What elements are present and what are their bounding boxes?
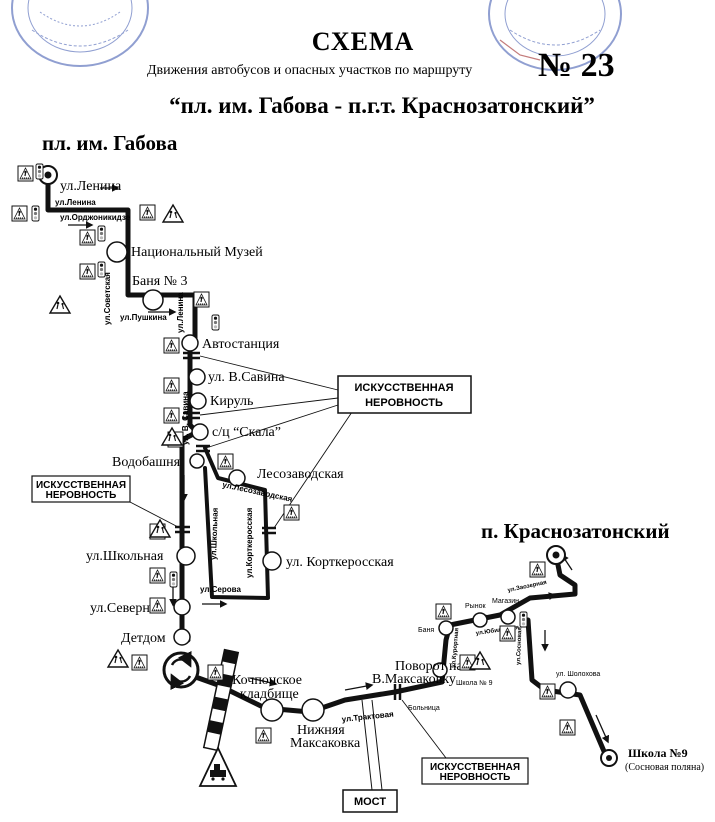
- stop-sholohova: [559, 681, 577, 699]
- callout-bump-left: ИСКУССТВЕННАЯ НЕРОВНОСТЬ: [31, 475, 131, 503]
- street-v-savina: ул. В. Савина: [181, 391, 190, 445]
- label-avtostanciya: Автостанция: [202, 337, 280, 352]
- street-lenina: ул.Ленина: [55, 198, 96, 207]
- railway-crossing-sign-icon: [198, 745, 238, 787]
- street-lenina2: ул.Ленина: [176, 292, 185, 333]
- stop-vodobashnya: [189, 453, 205, 469]
- diagram-text: ИСКУССТВЕННАЯ: [36, 480, 126, 491]
- street-kurortnaya: ул.Курортная: [451, 627, 461, 668]
- street-pushkina: ул.Пушкина: [120, 313, 167, 322]
- stop-magazin: [500, 609, 516, 625]
- label-kochpon-1: Кочпонское: [232, 673, 302, 688]
- label-shkolnaya: ул.Школьная: [86, 549, 164, 564]
- label-magazin: Магазин: [492, 598, 519, 605]
- label-lenina: ул.Ленина: [60, 179, 122, 194]
- stop-detdom: [173, 628, 191, 646]
- start-terminal-label: пл. им. Габова: [42, 131, 178, 155]
- bridge-lines: [361, 699, 383, 791]
- pedestrian-crossing-sign-icons: [11, 165, 576, 744]
- street-traktovaya: ул.Трактовая: [341, 710, 394, 724]
- label-detdom: Детдом: [121, 631, 166, 646]
- label-kortkerosskaya: ул. Корткеросская: [286, 555, 394, 570]
- stop-kochpon: [260, 698, 284, 722]
- street-shkolnaya: ул.Школьная: [209, 507, 220, 560]
- diagram-text: ИСКУССТВЕННАЯ: [354, 382, 453, 394]
- callout-bridge: МОСТ: [342, 789, 398, 813]
- label-lesozavodskaya: Лесозаводская: [257, 467, 344, 482]
- label-bolnica: Больница: [408, 705, 440, 712]
- stop-nizhnyaya: [301, 698, 325, 722]
- stop-shkolnaya: [176, 546, 196, 566]
- label-sholohova: ул. Шолохова: [556, 671, 600, 678]
- stop-skala: [191, 423, 209, 441]
- speed-bumps: [175, 351, 402, 700]
- label-vodobashnya: Водобашня: [112, 455, 181, 470]
- stop-kirul: [189, 392, 207, 410]
- label-nizh-2: Максаковка: [290, 736, 361, 751]
- label-kirul: Кируль: [210, 394, 253, 409]
- diagram-text: ИСКУССТВЕННАЯ: [430, 762, 520, 773]
- label-school9-sub: (Сосновая поляна): [625, 762, 704, 773]
- diagram-text: НЕРОВНОСТЬ: [365, 397, 443, 409]
- diagram-text: НЕРОВНОСТЬ: [440, 772, 511, 783]
- label-povorot-2: В.Максаковку: [372, 672, 456, 687]
- route-number: № 23: [538, 47, 615, 84]
- street-sovetskaya: ул.Советская: [103, 272, 112, 325]
- street-serova: ул.Серова: [200, 585, 241, 594]
- label-severnaya: ул.Северная: [90, 601, 163, 616]
- label-nizh-1: Нижняя: [297, 723, 345, 738]
- label-povorot-1: Поворот на: [395, 659, 464, 674]
- stop-avtostanciya: [181, 334, 199, 352]
- stop-markers: [38, 165, 618, 767]
- stop-labels: ул.Ленина Национальный Музей Баня № 3 Ав…: [60, 179, 464, 751]
- street-sosnovaya: ул.Сосновая: [516, 627, 523, 665]
- stop-v-savina: [188, 368, 206, 386]
- roundabout-icon: [162, 650, 200, 691]
- label-banya: Баня: [418, 627, 434, 634]
- label-kochpon-2: кладбище: [240, 687, 299, 702]
- label-school9: Школа №9: [628, 746, 688, 760]
- stop-severnaya: [173, 598, 191, 616]
- street-zaozernaya: ул.Заозерная: [507, 580, 548, 594]
- label-rynok: Рынок: [465, 603, 486, 610]
- end-terminal-label: п. Краснозатонский: [481, 519, 670, 543]
- label-v-savina: ул. В.Савина: [208, 370, 285, 385]
- scheme-subtitle: Движения автобусов и опасных участков по…: [147, 63, 472, 78]
- route-name: “пл. им. Габова - п.г.т. Краснозатонский…: [169, 93, 595, 118]
- callout-bump-main: ИСКУССТВЕННАЯ НЕРОВНОСТЬ: [337, 375, 472, 414]
- callout-bump-bottom: ИСКУССТВЕННАЯ НЕРОВНОСТЬ: [421, 757, 529, 785]
- street-korkerosskaya: ул.Корткеросская: [245, 507, 254, 578]
- stop-banya3: [142, 289, 164, 311]
- stop-banya-small: [438, 620, 454, 636]
- diagram-text: МОСТ: [354, 796, 386, 808]
- label-banya3: Баня № 3: [132, 274, 188, 289]
- stop-kortkerosskaya: [262, 551, 282, 571]
- railway-line: [202, 648, 240, 752]
- label-shkola9-small: Школа № 9: [456, 680, 493, 687]
- street-lesozavodskaya: ул.Лесозаводская: [222, 480, 294, 504]
- street-ordzhonikidze: ул.Орджоникидзе: [60, 213, 131, 222]
- stop-povorot: [432, 662, 448, 678]
- stop-lesozavodskaya: [228, 469, 246, 487]
- stamp-seal-left: [11, 0, 149, 67]
- stop-rynok: [472, 612, 488, 628]
- diagram-text: НЕРОВНОСТЬ: [46, 490, 117, 501]
- scheme-title: СХЕМА: [312, 27, 415, 56]
- stop-museum: [106, 241, 128, 263]
- small-stop-labels: Магазин Рынок Баня Школа № 9 Больница ул…: [408, 598, 600, 712]
- label-museum: Национальный Музей: [131, 245, 263, 260]
